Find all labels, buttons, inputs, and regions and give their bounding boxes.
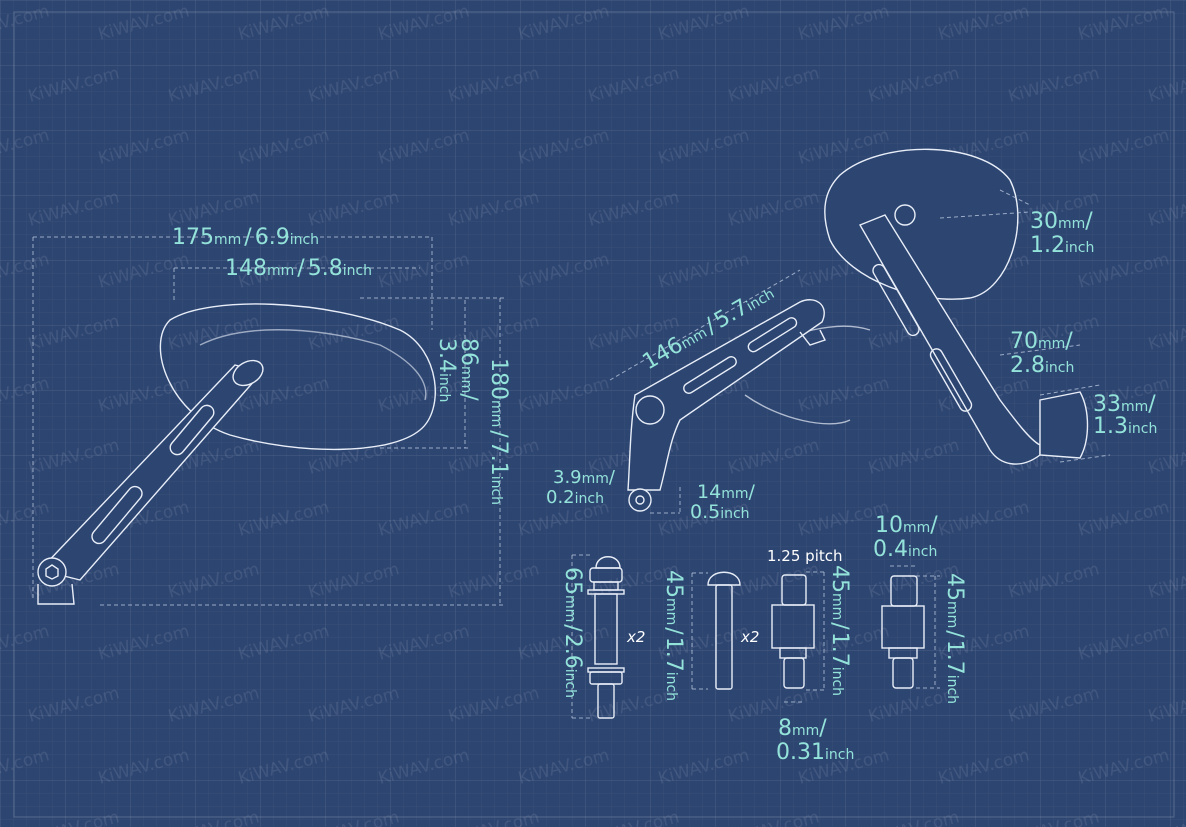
dim-overall-height: 180mm/7.1inch [486,358,511,505]
pitch-note: 1.25 pitch [767,547,843,565]
arm-side-view [609,269,871,514]
screw-quantity: x2 [740,628,759,646]
dim-screw-45: 45mm/1.7inch [661,570,686,701]
dim-mirror-height: 86mm/ 3.4inch [434,338,481,402]
dim-adapter-45-a: 45mm/1.7inch [827,565,852,696]
screw-45mm [691,571,741,690]
dim-mirror-width: 148mm/5.8inch [225,256,372,281]
dim-mirror-depth: 30mm/ 1.2inch [1030,209,1094,258]
dim-base: 33mm/ 1.3inch [1093,392,1157,439]
svg-text:2.8inch: 2.8inch [1010,353,1074,378]
dim-arm-offset: 70mm/ 2.8inch [1010,329,1074,378]
hardware-parts [571,554,940,719]
dim-bolt-65: 65mm/2.6inch [560,567,585,698]
svg-text:0.2inch: 0.2inch [546,487,604,508]
dim-mount: 14mm/ 0.5inch [690,481,755,523]
dim-hole: 3.9mm/ 0.2inch [546,467,616,508]
svg-text:33mm/: 33mm/ [1093,392,1156,417]
svg-text:8mm/: 8mm/ [778,716,827,741]
dim-adapter-width: 10mm/ 0.4inch [873,513,938,562]
svg-text:10mm/: 10mm/ [875,513,938,538]
svg-text:3.4inch: 3.4inch [434,338,459,402]
bolt-65mm [571,554,625,719]
svg-text:30mm/: 30mm/ [1030,209,1093,234]
angled-view-mirror [824,148,1111,465]
svg-text:0.4inch: 0.4inch [873,537,937,562]
svg-text:1.2inch: 1.2inch [1030,233,1094,258]
svg-text:70mm/: 70mm/ [1010,329,1073,354]
svg-text:0.5inch: 0.5inch [690,501,750,523]
bolt-quantity: x2 [626,628,645,646]
svg-text:3.9mm/: 3.9mm/ [553,467,616,488]
dim-overall-width: 175mm/6.9inch [172,225,319,250]
adapter-a [771,571,826,703]
dim-adapter-45-b: 45mm/1.7inch [942,573,967,704]
svg-text:14mm/: 14mm/ [697,481,755,503]
front-view-mirror [37,303,436,605]
svg-text:0.31inch: 0.31inch [776,740,854,765]
svg-text:1.3inch: 1.3inch [1093,414,1157,439]
frame-border [13,11,1175,818]
front-view-guides [32,236,505,606]
adapter-b [881,565,940,689]
svg-text:86mm/: 86mm/ [456,338,481,401]
dim-thread: 8mm/ 0.31inch [776,716,854,765]
